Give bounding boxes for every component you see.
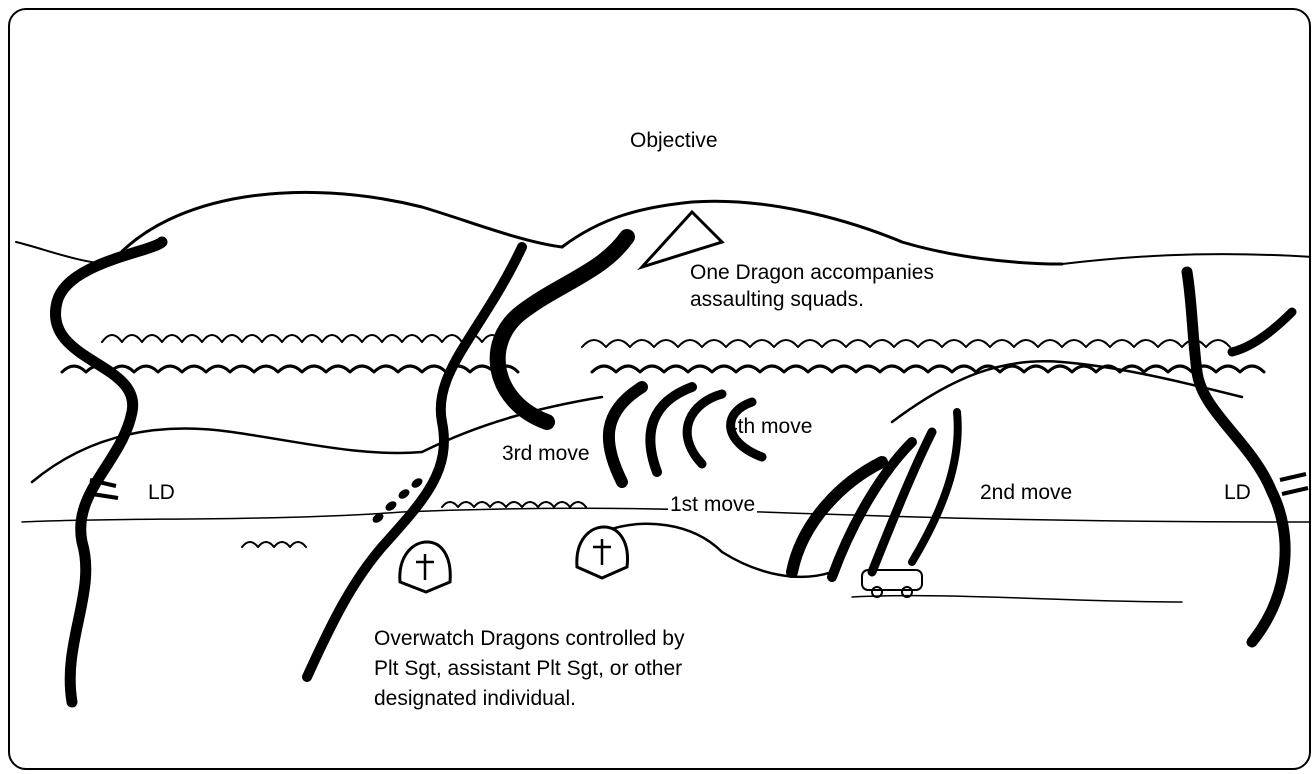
tree-line-right-2 — [592, 366, 1264, 372]
dragon-accompanies-line2: assaulting squads. — [688, 287, 866, 313]
move-3-label: 3rd move — [500, 441, 592, 467]
far-right-ridge — [1062, 254, 1311, 264]
route-dot — [397, 487, 411, 500]
ld-left-label: LD — [148, 480, 175, 506]
move-1-label: 1st move — [668, 492, 757, 518]
center-move-c — [687, 394, 722, 464]
objective-hill-ridge — [562, 201, 1062, 264]
route-dot — [384, 499, 398, 512]
ld-right-tick-2 — [1282, 488, 1308, 494]
center-move-a — [609, 387, 642, 482]
ld-left-tick-2 — [92, 494, 118, 498]
dragon-accompanies-line1: One Dragon accompanies — [688, 260, 936, 286]
tree-line-right — [582, 340, 1230, 347]
objective-label: Objective — [630, 128, 718, 154]
diagram-frame: Objective One Dragon accompanies assault… — [8, 8, 1311, 770]
move-4-label: 4th move — [726, 414, 812, 440]
overwatch-line1: Overwatch Dragons controlled by — [372, 626, 686, 652]
left-inner-route — [307, 247, 522, 677]
bottom-right-line — [852, 596, 1182, 602]
tree-line-left — [102, 335, 502, 342]
brush-left — [242, 542, 306, 547]
left-ld-route — [55, 242, 162, 702]
ld-right-tick-1 — [1280, 474, 1306, 480]
objective-arrowhead — [642, 212, 722, 267]
dragon-weapon-icon — [400, 542, 450, 592]
move-2-label: 2nd move — [978, 480, 1074, 506]
overwatch-line3: designated individual. — [372, 686, 578, 712]
dragon-weapon-icon — [577, 527, 628, 578]
left-foreground-hill — [32, 429, 422, 482]
overwatch-line2: Plt Sgt, assistant Plt Sgt, or other — [372, 656, 684, 682]
left-hill-ridge — [112, 192, 562, 262]
brush-center — [442, 502, 586, 507]
lower-valley-line — [22, 508, 1311, 522]
ld-right-label: LD — [1224, 480, 1251, 506]
right-edge-route — [1232, 312, 1292, 352]
route-dot — [410, 476, 424, 489]
